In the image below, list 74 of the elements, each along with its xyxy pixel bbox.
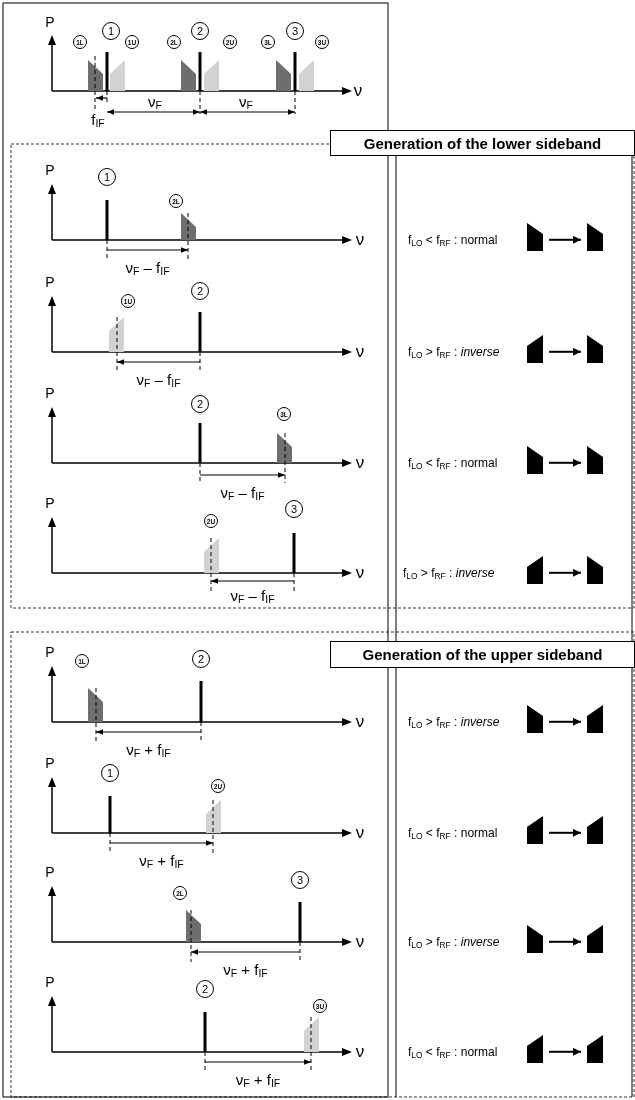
axis-label: ν <box>353 81 363 99</box>
sideband-shape-icon <box>587 1035 603 1063</box>
arrow <box>548 458 582 467</box>
sideband-shape-icon <box>527 925 543 953</box>
condition-text: f$_{LO}$ > f$_{RF}$ : inverse <box>408 346 500 358</box>
dimension-label: ν$_{F}$ + f$_{IF}$ <box>235 1071 281 1087</box>
axis-label: P <box>45 496 55 510</box>
axis-label: P <box>45 645 55 659</box>
axis-label: ν <box>355 823 365 841</box>
sideband-shape-icon <box>527 335 543 363</box>
axis-label: ν <box>355 712 365 730</box>
section-title: Generation of the lower sideband <box>330 130 635 156</box>
axis-label: P <box>45 756 55 770</box>
callout-circle: 2 <box>191 395 209 413</box>
axis-label: ν <box>355 230 365 248</box>
callout-circle: 1 <box>98 168 116 186</box>
callout-circle: 2 <box>191 22 209 40</box>
dimension-label: ν$_{F}$ – f$_{IF}$ <box>220 484 265 500</box>
callout-circle: 3 <box>286 22 304 40</box>
dimension-label: ν$_{F}$ + f$_{IF}$ <box>223 961 268 977</box>
arrow <box>548 347 582 356</box>
axis-label: ν <box>355 932 365 950</box>
condition-text: f$_{LO}$ < f$_{RF}$ : normal <box>408 234 498 246</box>
callout-circle: 1 <box>102 22 120 40</box>
arrow <box>548 1047 582 1056</box>
dimension-label: ν$_{F}$ + f$_{IF}$ <box>139 852 184 868</box>
dimension-label: f$_{IF}$ <box>91 111 105 127</box>
axis-label: ν <box>355 1042 365 1060</box>
sideband-shape-icon <box>587 335 603 363</box>
callout-circle: 2 <box>196 980 214 998</box>
sideband-shape-icon <box>527 446 543 474</box>
arrow <box>548 717 582 726</box>
sideband-shape-icon <box>527 223 543 251</box>
condition-text: f$_{LO}$ < f$_{RF}$ : normal <box>408 457 498 469</box>
sideband-shape-icon <box>527 1035 543 1063</box>
sideband-shape-icon <box>527 556 543 584</box>
sideband-shape-icon <box>587 223 603 251</box>
callout-circle: 1 <box>101 764 119 782</box>
section-title: Generation of the upper sideband <box>330 641 635 668</box>
dimension-label: ν$_{F}$ – f$_{IF}$ <box>136 371 181 387</box>
dimension-label: ν$_{F}$ + f$_{IF}$ <box>126 741 171 757</box>
dimension-label: ν$_{F}$ – f$_{IF}$ <box>230 587 275 603</box>
callout-circle: 3 <box>285 500 303 518</box>
sideband-shape-icon <box>587 556 603 584</box>
sideband-shape-icon <box>587 446 603 474</box>
sideband-shape-icon <box>527 705 543 733</box>
callout-circle: 2 <box>192 650 210 668</box>
axis-label: P <box>45 15 55 29</box>
sideband-shape-icon <box>527 816 543 844</box>
axis-label: ν <box>355 342 365 360</box>
sideband-shape-icon <box>587 925 603 953</box>
axis-label: P <box>45 386 55 400</box>
axis-label: P <box>45 275 55 289</box>
sideband-shape-icon <box>587 816 603 844</box>
dimension-label: ν$_{F}$ – f$_{IF}$ <box>125 259 170 275</box>
condition-text: f$_{LO}$ > f$_{RF}$ : inverse <box>408 936 500 948</box>
axis-label: P <box>45 865 55 879</box>
axis-label: P <box>45 163 55 177</box>
axis-label: ν <box>355 453 365 471</box>
arrow <box>548 235 582 244</box>
callout-circle: 2 <box>191 282 209 300</box>
dimension-label: ν$_{F}$ <box>148 93 162 109</box>
axis-label: ν <box>355 563 365 581</box>
condition-text: f$_{LO}$ > f$_{RF}$ : inverse <box>403 567 495 579</box>
condition-text: f$_{LO}$ > f$_{RF}$ : inverse <box>408 716 500 728</box>
sideband-shape-icon <box>587 705 603 733</box>
callout-circle: 3 <box>291 871 309 889</box>
condition-text: f$_{LO}$ < f$_{RF}$ : normal <box>408 1046 498 1058</box>
arrow <box>548 937 582 946</box>
condition-text: f$_{LO}$ < f$_{RF}$ : normal <box>408 827 498 839</box>
arrow <box>548 568 582 577</box>
arrow <box>548 828 582 837</box>
axis-label: P <box>45 975 55 989</box>
dimension-label: ν$_{F}$ <box>239 93 253 109</box>
